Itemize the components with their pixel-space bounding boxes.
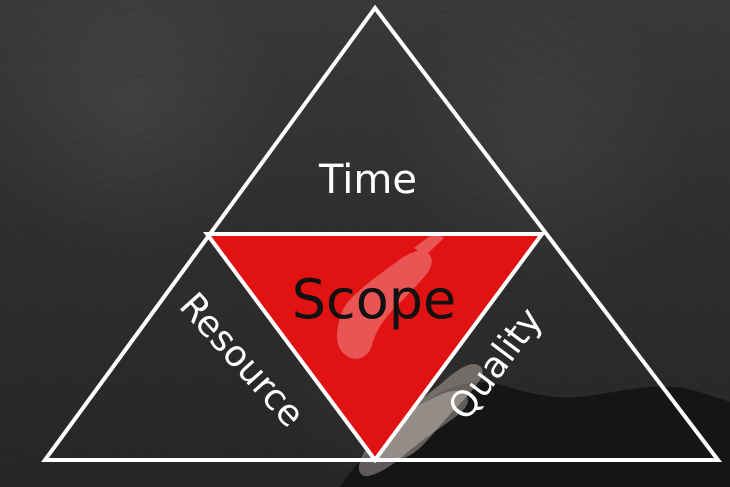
scope-label: Scope — [292, 268, 457, 331]
pen-hand-overlay — [336, 232, 444, 359]
time-label: Time — [318, 157, 417, 203]
